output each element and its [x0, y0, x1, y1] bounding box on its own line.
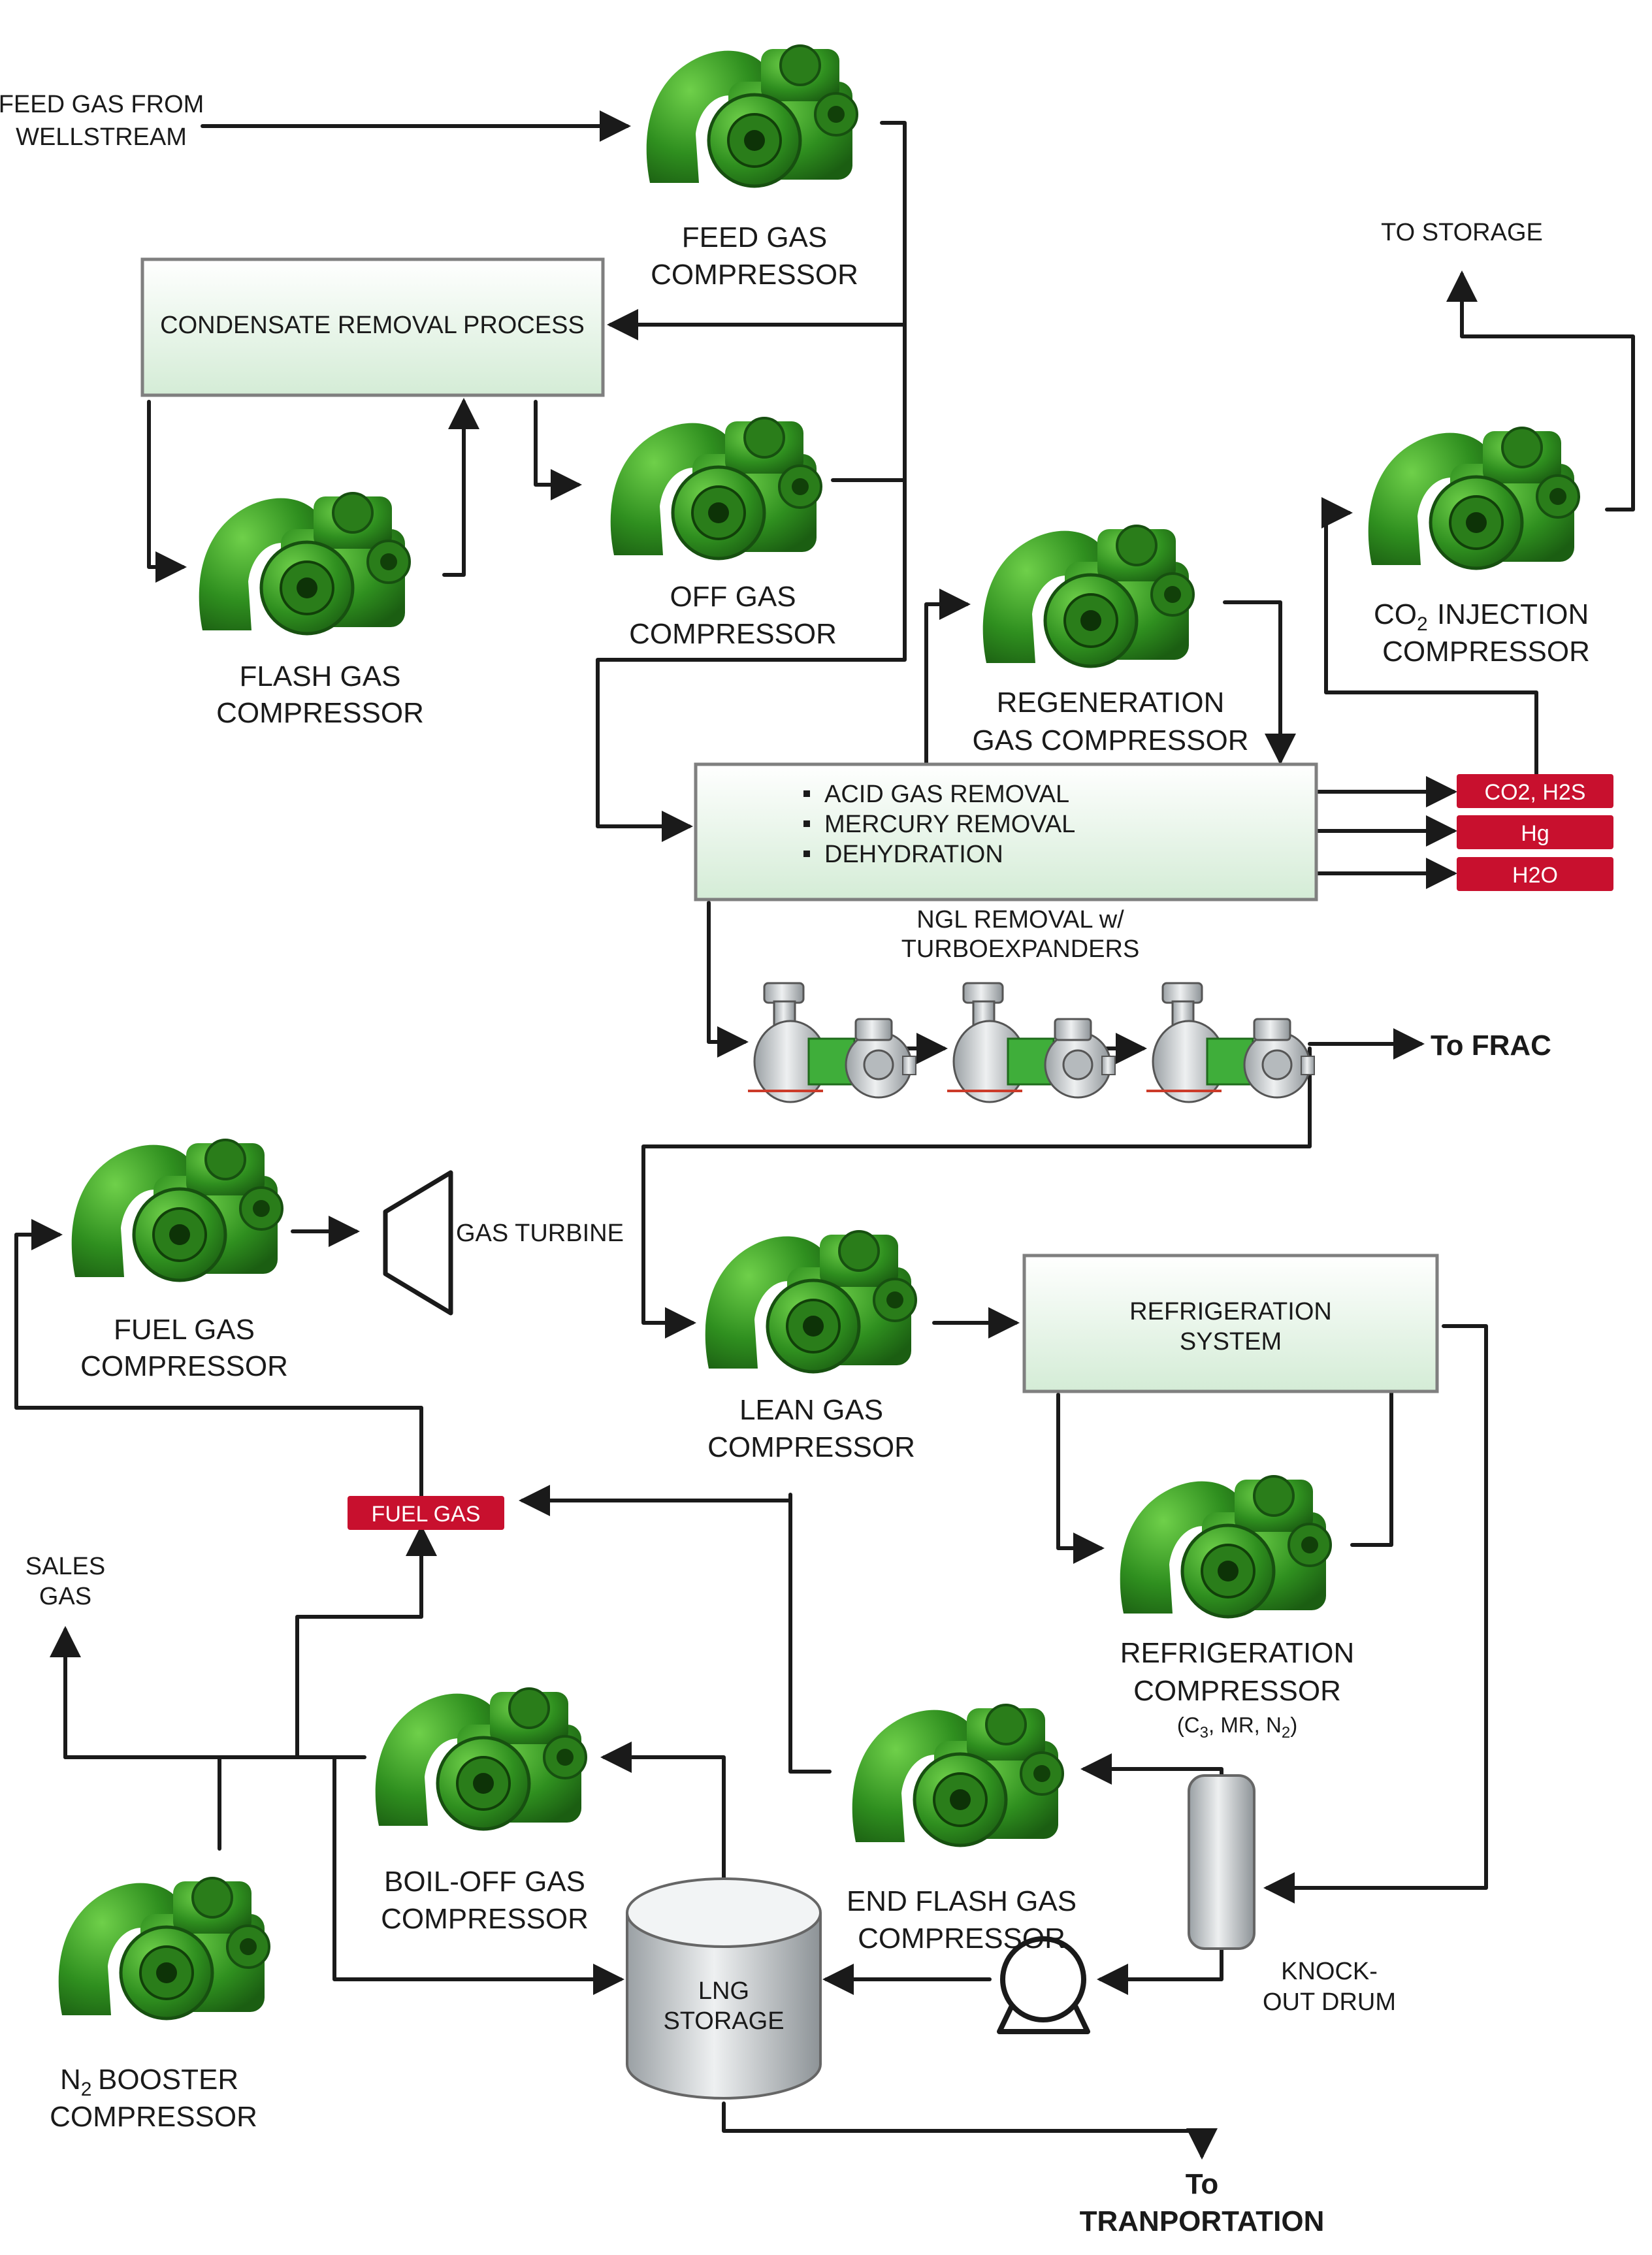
co2-h2s-tag-label: CO2, H2S [1485, 780, 1586, 805]
co2-injection-compressor-label: INJECTION [1437, 598, 1589, 630]
refrigeration-compressor-label: REFRIGERATION [1120, 1637, 1355, 1669]
end-flash-gas-compressor-label: END FLASH GAS [847, 1885, 1077, 1917]
boil-off-gas-compressor-label-2: COMPRESSOR [381, 1903, 589, 1935]
knock-out-drum-icon [1188, 1774, 1255, 1950]
refrigerant-types-label: (C3, MR, N2) [1177, 1713, 1297, 1742]
condensate-removal-label: CONDENSATE REMOVAL PROCESS [160, 312, 585, 339]
gas-turbine-icon [383, 1170, 453, 1316]
n2-prefix-label: N2 [60, 2064, 91, 2100]
bullet-icon [803, 790, 810, 797]
n2-booster-compressor-label-2: COMPRESSOR [50, 2101, 257, 2133]
lng-storage-label: LNG [698, 1977, 749, 2005]
pump-icon [997, 1936, 1090, 2034]
turboexpander-icon [1145, 982, 1316, 1103]
feed-gas-compressor-label-2: COMPRESSOR [651, 259, 858, 291]
turboexpander-icon [946, 982, 1116, 1103]
lng-storage-label-2: STORAGE [663, 2007, 784, 2035]
sales-gas-label: SALES [25, 1553, 106, 1580]
off-gas-compressor-label-2: COMPRESSOR [629, 618, 837, 650]
flow-lines [14, 110, 1635, 2160]
turboexpander-icon [747, 982, 917, 1103]
regeneration-gas-compressor-label: REGENERATION [997, 687, 1225, 719]
n2-booster-compressor-icon [59, 1878, 269, 2019]
boil-off-gas-compressor-label: BOIL-OFF GAS [384, 1866, 585, 1898]
knock-out-drum-label: KNOCK- [1281, 1958, 1378, 1985]
flash-gas-compressor-label: FLASH GAS [240, 660, 401, 692]
to-frac-label: To FRAC [1431, 1030, 1551, 1062]
ngl-removal-label: NGL REMOVAL w/ [916, 906, 1124, 933]
refrigeration-compressor-icon [1120, 1476, 1331, 1617]
off-gas-compressor-label: OFF GAS [670, 581, 796, 613]
feed-gas-compressor-icon [647, 46, 857, 186]
h2o-tag-label: H2O [1512, 863, 1558, 888]
fuel-gas-tag-label: FUEL GAS [372, 1502, 481, 1527]
bullet-icon [803, 820, 810, 827]
refrigeration-system-label-2: SYSTEM [1180, 1328, 1282, 1355]
feed-gas-compressor-label: FEED GAS [682, 221, 828, 253]
bullet-icon [803, 851, 810, 857]
mercury-removal-label: MERCURY REMOVAL [824, 811, 1075, 838]
fuel-gas-tag: FUEL GAS [348, 1496, 504, 1530]
refrigeration-system-label: REFRIGERATION [1129, 1298, 1332, 1325]
condensate-removal-box: CONDENSATE REMOVAL PROCESS [140, 257, 605, 397]
end-flash-gas-compressor-label-2: COMPRESSOR [858, 1922, 1065, 1955]
lean-gas-compressor-icon [705, 1231, 916, 1372]
treatment-box: ACID GAS REMOVAL MERCURY REMOVAL DEHYDRA… [694, 762, 1318, 901]
gas-turbine-label: GAS TURBINE [456, 1220, 624, 1247]
co2-injection-compressor-icon [1369, 428, 1579, 568]
end-flash-gas-compressor-icon [852, 1705, 1063, 1845]
hg-tag-label: Hg [1521, 821, 1549, 846]
flash-gas-compressor-icon [199, 493, 410, 634]
ngl-removal-label-2: TURBOEXPANDERS [901, 935, 1140, 963]
hg-tag: Hg [1457, 815, 1613, 849]
to-storage-label: TO STORAGE [1381, 219, 1543, 246]
knock-out-drum-label-2: OUT DRUM [1263, 1988, 1396, 2016]
sales-gas-label-2: GAS [39, 1583, 91, 1610]
lean-gas-compressor-label-2: COMPRESSOR [707, 1431, 915, 1463]
regeneration-gas-compressor-icon [983, 526, 1193, 666]
acid-gas-removal-label: ACID GAS REMOVAL [824, 781, 1069, 808]
co2-prefix-label: CO2 [1374, 598, 1428, 635]
h2o-tag: H2O [1457, 857, 1613, 891]
refrigeration-system-box: REFRIGERATION SYSTEM [1022, 1254, 1439, 1393]
fuel-gas-compressor-label-2: COMPRESSOR [80, 1350, 288, 1382]
to-transportation-label: To [1186, 2168, 1219, 2200]
dehydration-label: DEHYDRATION [824, 841, 1003, 868]
lean-gas-compressor-label: LEAN GAS [739, 1394, 883, 1426]
feed-gas-stream-label-2: WELLSTREAM [16, 123, 187, 151]
to-transportation-label-2: TRANPORTATION [1080, 2205, 1325, 2237]
n2-booster-compressor-label: BOOSTER [98, 2064, 238, 2096]
off-gas-compressor-icon [611, 418, 821, 559]
boil-off-gas-compressor-icon [376, 1689, 586, 1829]
co2-h2s-tag: CO2, H2S [1457, 774, 1613, 808]
feed-gas-stream-label: FEED GAS FROM [0, 91, 204, 118]
fuel-gas-compressor-icon [72, 1140, 282, 1280]
lng-storage-tank-icon [626, 1877, 822, 2100]
fuel-gas-compressor-label: FUEL GAS [114, 1314, 255, 1346]
flash-gas-compressor-label-2: COMPRESSOR [216, 697, 424, 729]
regeneration-gas-compressor-label-2: GAS COMPRESSOR [973, 724, 1249, 756]
refrigeration-compressor-label-2: COMPRESSOR [1133, 1675, 1341, 1707]
co2-injection-compressor-label-2: COMPRESSOR [1382, 636, 1590, 668]
